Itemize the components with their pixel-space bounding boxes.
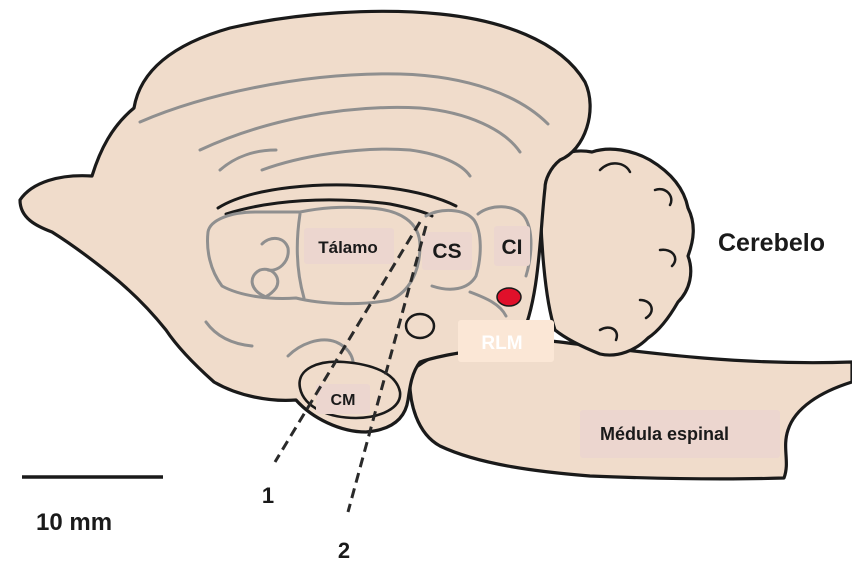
cs-label: CS: [432, 240, 461, 263]
thalamus-label: Tálamo: [318, 238, 378, 257]
rlm-label: RLM: [481, 333, 522, 354]
cm-label: CM: [331, 392, 356, 409]
rlm-marker: [497, 288, 521, 306]
spinal-cord-label: Médula espinal: [600, 424, 729, 444]
cerebellum-label: Cerebelo: [718, 229, 825, 257]
probe-2-label: 2: [338, 538, 350, 563]
probe-1-label: 1: [262, 483, 274, 508]
ventricle: [406, 314, 434, 338]
scale-label: 10 mm: [36, 509, 112, 536]
ci-label: CI: [502, 236, 523, 259]
